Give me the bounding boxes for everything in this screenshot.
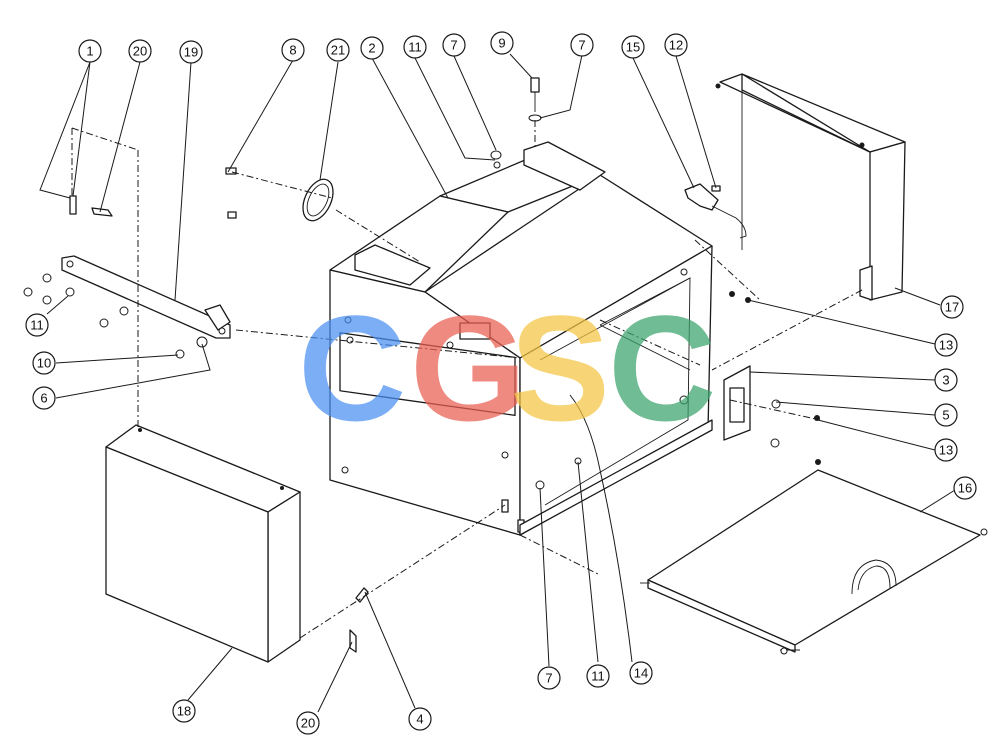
callout-13-lower: 13 (934, 438, 958, 462)
callout-5: 5 (934, 403, 958, 427)
svg-text:10: 10 (37, 356, 51, 371)
svg-text:5: 5 (942, 408, 949, 423)
svg-text:11: 11 (30, 318, 44, 333)
svg-text:13: 13 (939, 443, 953, 458)
svg-text:14: 14 (634, 666, 648, 681)
callout-21: 21 (326, 38, 350, 62)
watermark-letter-g: G (410, 284, 527, 452)
svg-text:17: 17 (945, 300, 959, 315)
callout-9: 9 (490, 31, 514, 55)
front-cover-panel (105, 424, 301, 663)
callout-7-top-left: 7 (442, 33, 466, 57)
callout-4: 4 (408, 707, 432, 731)
callout-8: 8 (281, 38, 305, 62)
callout-7-top-right: 7 (570, 33, 594, 57)
svg-text:8: 8 (289, 43, 296, 58)
svg-text:7: 7 (545, 671, 552, 686)
svg-text:6: 6 (40, 391, 47, 406)
leader-lines (39, 53, 956, 713)
callout-11-bottom: 11 (586, 664, 610, 688)
svg-text:11: 11 (408, 40, 422, 55)
svg-text:18: 18 (177, 704, 191, 719)
svg-text:1: 1 (86, 44, 93, 59)
svg-text:7: 7 (578, 38, 585, 53)
svg-text:20: 20 (301, 716, 315, 731)
callout-18: 18 (172, 699, 196, 723)
callout-15: 15 (621, 35, 645, 59)
left-bracket-rail (61, 255, 231, 339)
callout-11-top: 11 (403, 35, 427, 59)
svg-text:15: 15 (626, 40, 640, 55)
svg-text:13: 13 (939, 338, 953, 353)
callout-20-top: 20 (128, 39, 152, 63)
watermark-letter-c2: C (608, 284, 716, 452)
svg-text:3: 3 (942, 373, 949, 388)
hardware-parts (23, 77, 821, 653)
callout-14: 14 (629, 661, 653, 685)
callout-11-left: 11 (25, 313, 49, 337)
callout-19: 19 (179, 40, 203, 64)
svg-text:11: 11 (591, 669, 605, 684)
callout-3: 3 (934, 368, 958, 392)
watermark-letter-s: S (510, 284, 610, 452)
svg-text:20: 20 (133, 44, 147, 59)
rear-cover-panel (715, 73, 906, 301)
svg-text:2: 2 (368, 41, 375, 56)
callout-13-upper: 13 (934, 333, 958, 357)
svg-text:21: 21 (331, 43, 345, 58)
callout-20-bottom: 20 (296, 711, 320, 735)
assembly-lines (71, 120, 863, 639)
callout-1: 1 (78, 39, 102, 63)
bottom-tray (640, 469, 988, 655)
callout-7-bottom: 7 (537, 666, 561, 690)
svg-text:16: 16 (958, 481, 972, 496)
callout-17: 17 (940, 295, 964, 319)
callout-10: 10 (32, 351, 56, 375)
cgsc-watermark: C G S C (298, 284, 716, 452)
svg-text:19: 19 (184, 45, 198, 60)
svg-text:12: 12 (669, 38, 683, 53)
callout-2: 2 (360, 36, 384, 60)
svg-text:4: 4 (416, 712, 423, 727)
callout-12: 12 (664, 33, 688, 57)
watermark-letter-c1: C (298, 284, 406, 452)
svg-text:9: 9 (498, 36, 505, 51)
callout-6: 6 (32, 386, 56, 410)
callouts: 1 20 19 8 21 2 11 7 9 7 15 12 17 13 3 5 … (25, 31, 977, 735)
callout-16: 16 (953, 476, 977, 500)
svg-text:7: 7 (450, 38, 457, 53)
